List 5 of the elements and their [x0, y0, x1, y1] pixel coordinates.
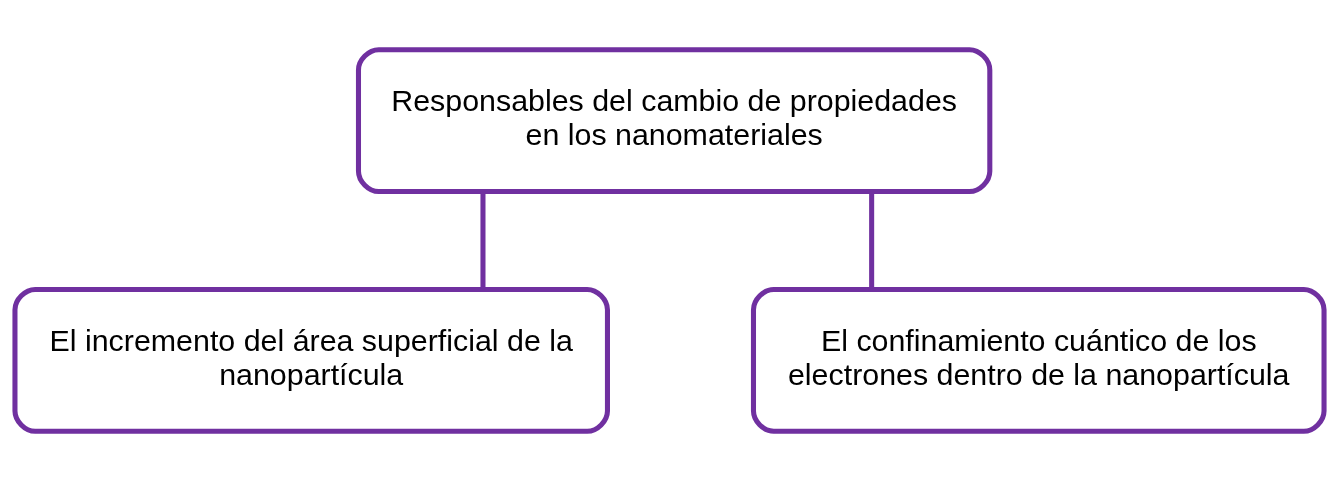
connector: [869, 191, 875, 289]
node-box: El confinamiento cuántico de los electrones dentro de la nanopartícula: [750, 286, 1327, 434]
connector: [480, 191, 486, 289]
node-box: El incremento del área superficial de la nanopartícula: [12, 286, 610, 434]
node-box: Responsables del cambio de propiedades en los nanomateriales: [355, 46, 993, 194]
